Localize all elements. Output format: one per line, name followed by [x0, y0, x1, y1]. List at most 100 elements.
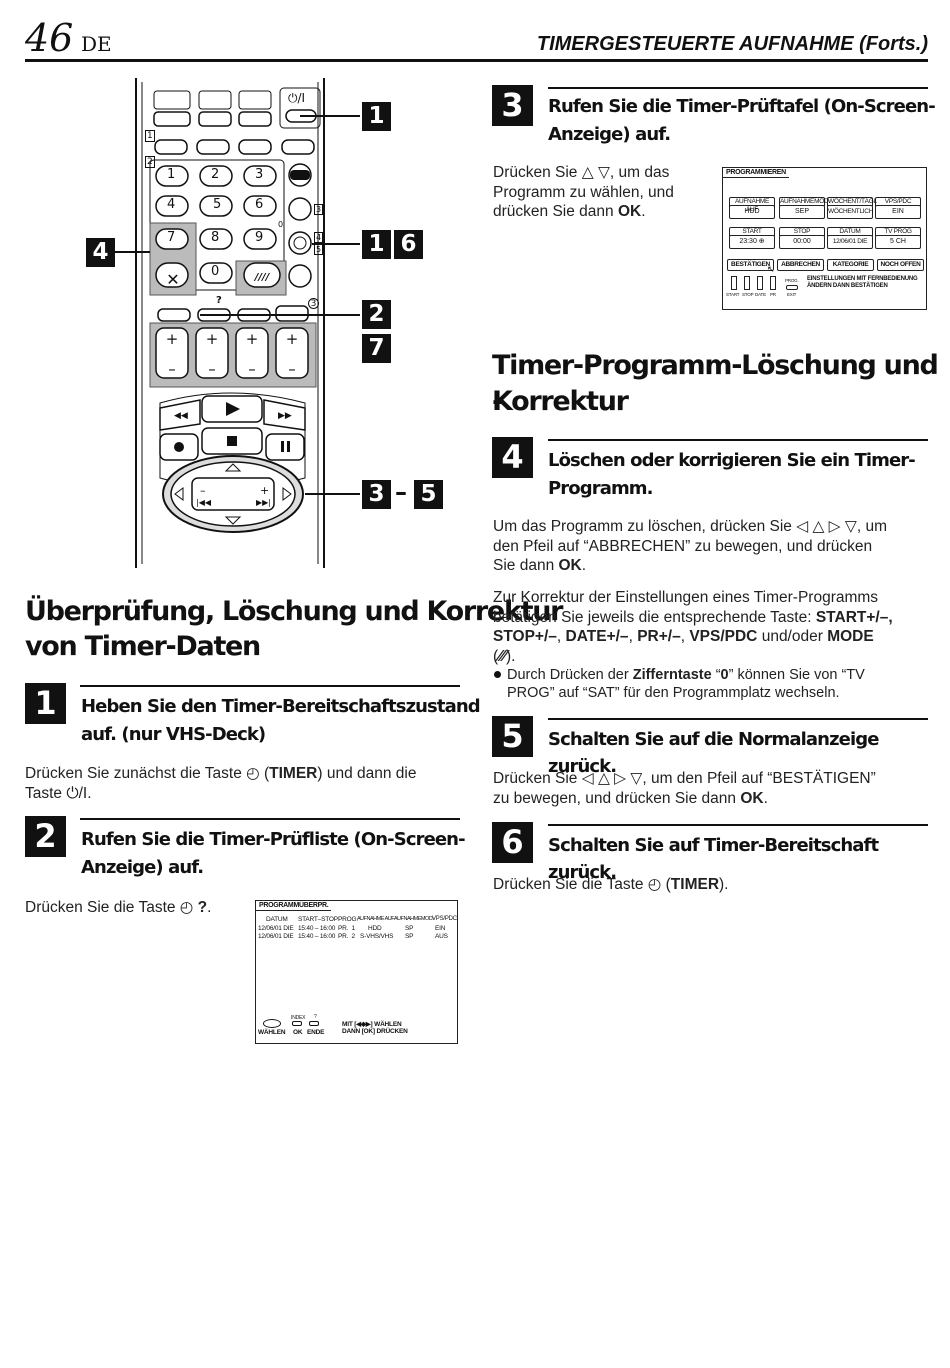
- legend-key-date-icon: [757, 276, 763, 290]
- step4-number: 4: [492, 437, 533, 478]
- page-number: 46: [25, 16, 74, 60]
- step2-title-2: Anzeige) auf.: [81, 857, 204, 878]
- footer-mit: MIT [◀◆▶] WÄHLEN: [342, 1021, 402, 1028]
- right-section-title-1: Timer-Programm-Löschung und -: [492, 350, 939, 417]
- osd-prog-tab: PROGRAMMIEREN: [722, 167, 789, 178]
- row2-auf: S-VHS/VHS: [360, 933, 394, 940]
- svg-text:◀◀: ◀◀: [174, 411, 188, 421]
- value-aufnahmemod: SEP: [779, 205, 825, 219]
- row1-auf: HDD: [368, 925, 382, 932]
- footer-dann: DANN [OK] DRÜCKEN: [342, 1028, 408, 1035]
- power-label: ⏻/I: [288, 91, 306, 105]
- footer-index: INDEX: [291, 1015, 306, 1021]
- col-datum: DATUM: [266, 916, 288, 923]
- callout-3-5-dash: –: [395, 478, 407, 506]
- remote-drawing: ✕ //// ++++ –––– ◀◀ ▶▶: [135, 78, 325, 568]
- svg-text:+: +: [246, 330, 259, 348]
- svg-text:–: –: [288, 360, 296, 378]
- side-label-1: 1: [145, 130, 155, 142]
- row2-datum: 12/06/01 DIE: [258, 933, 294, 940]
- row1-vps: EIN: [435, 925, 446, 932]
- mode-icon: ⁄⁄⁄: [498, 647, 506, 665]
- step3-rule: [548, 87, 928, 89]
- legend-key-start-icon: [731, 276, 737, 290]
- legend-prog: PROG.: [785, 278, 799, 283]
- legend-line-2: ÄNDERN DANN BESTÄTIGEN: [807, 283, 888, 289]
- key-2: 2: [211, 167, 220, 182]
- callout-1-6-a: 1: [362, 230, 391, 259]
- step4-paragraph-1: Um das Programm zu löschen, drücken Sie …: [493, 518, 887, 574]
- legend-key-pr-icon: [770, 276, 776, 290]
- svg-text:▶▶|: ▶▶|: [256, 498, 271, 507]
- step3-title-2: Anzeige) auf.: [548, 124, 671, 145]
- side-label-0: 0: [278, 220, 284, 229]
- callout-2: 2: [362, 300, 391, 329]
- legend-key-stop-icon: [744, 276, 750, 290]
- page-header: 46 DE TIMERGESTEUERTE AUFNAHME (Forts.): [25, 18, 928, 60]
- key-1: 1: [167, 167, 176, 182]
- callout-3-5-b: 5: [414, 480, 443, 509]
- label-stop: STOP: [779, 227, 825, 236]
- footer-ende: ENDE: [307, 1029, 325, 1036]
- key-4: 4: [167, 197, 176, 212]
- osd-programmueberpr: PROGRAMMÜBERPR. DATUM START–STOP PROG. A…: [255, 900, 458, 1044]
- svg-text:–: –: [248, 360, 256, 378]
- side-label-4: 4: [314, 232, 324, 243]
- row1-datum: 12/06/01 DIE: [258, 925, 294, 932]
- col-start-stop: START–STOP: [298, 916, 338, 923]
- language-code: DE: [81, 32, 112, 56]
- col-vps-pdc: VPS/PDC: [432, 916, 457, 922]
- svg-text:–: –: [208, 360, 216, 378]
- callout-7: 7: [362, 334, 391, 363]
- key-6: 6: [255, 197, 264, 212]
- legend-line-1: EINSTELLUNGEN MIT FERNBEDIENUNG: [807, 276, 918, 282]
- nav-pad-icon: [263, 1019, 281, 1028]
- svg-text:////: ////: [254, 272, 271, 283]
- key-3: 3: [255, 167, 264, 182]
- step4-title-1: Löschen oder korrigieren Sie ein Timer-: [548, 450, 916, 471]
- step4-title-2: Programm.: [548, 478, 653, 499]
- legend-key-prog-icon: [786, 285, 798, 290]
- key-5: 5: [213, 197, 222, 212]
- legend-pr: PR: [770, 292, 776, 297]
- step1-text: Drücken Sie zunächst die Taste ◴ (TIMER)…: [25, 765, 417, 802]
- label-datum: DATUM: [827, 227, 873, 236]
- timer-icon: ◴ (: [647, 876, 671, 893]
- svg-text:+: +: [260, 484, 269, 497]
- key-8: 8: [211, 230, 220, 245]
- step3-title-1: Rufen Sie die Timer-Prüftafel (On-Screen…: [548, 96, 936, 117]
- step5-title: Schalten Sie auf die Normalanzeige zurüc…: [548, 729, 879, 777]
- col-aufnahmemod: AUFNAHMEMOD.: [394, 916, 434, 922]
- value-aufnahme-auf: HDD: [729, 205, 775, 219]
- step5-number: 5: [492, 716, 533, 757]
- side-label-3: 3: [314, 204, 324, 215]
- btn-noch-offen: NOCH OFFEN: [877, 259, 924, 271]
- osd-tab: PROGRAMMÜBERPR.: [255, 900, 332, 911]
- row2-prog: PR. 2: [338, 933, 355, 940]
- value-datum: 12/06/01 DIE: [827, 235, 873, 249]
- step6-text: Drücken Sie die Taste ◴ (TIMER).: [493, 876, 729, 893]
- value-stop: 00:00: [779, 235, 825, 249]
- row2-time: 15:40 – 16:00: [298, 933, 336, 940]
- label-aufnahmemod: AUFNAHMEMOD.: [779, 197, 830, 206]
- side-label-2: 2: [145, 156, 155, 168]
- svg-text:✕: ✕: [166, 270, 179, 289]
- btn-kategorie: KATEGORIE: [827, 259, 874, 271]
- header-rule: [25, 59, 928, 62]
- footer-waehlen: WÄHLEN: [258, 1029, 286, 1036]
- svg-text:▶▶: ▶▶: [278, 411, 292, 421]
- left-section-title-2: von Timer-Daten: [25, 631, 261, 662]
- page-title: TIMERGESTEUERTE AUFNAHME (Forts.): [536, 33, 928, 55]
- step6-number: 6: [492, 822, 533, 863]
- row1-time: 15:40 – 16:00: [298, 925, 336, 932]
- legend-stop: STOP: [742, 292, 754, 297]
- side-label-3b: 3: [308, 298, 319, 309]
- right-section-title-2: Korrektur: [492, 386, 629, 417]
- callout-4: 4: [86, 238, 115, 267]
- timer-button-icon: [309, 1021, 319, 1026]
- value-tv-prog: 5 CH: [875, 235, 921, 249]
- callout-1-6-b: 6: [394, 230, 423, 259]
- callout-leaders: [115, 115, 360, 495]
- step1-number: 1: [25, 683, 66, 724]
- value-vps-pdc: EIN: [875, 205, 921, 219]
